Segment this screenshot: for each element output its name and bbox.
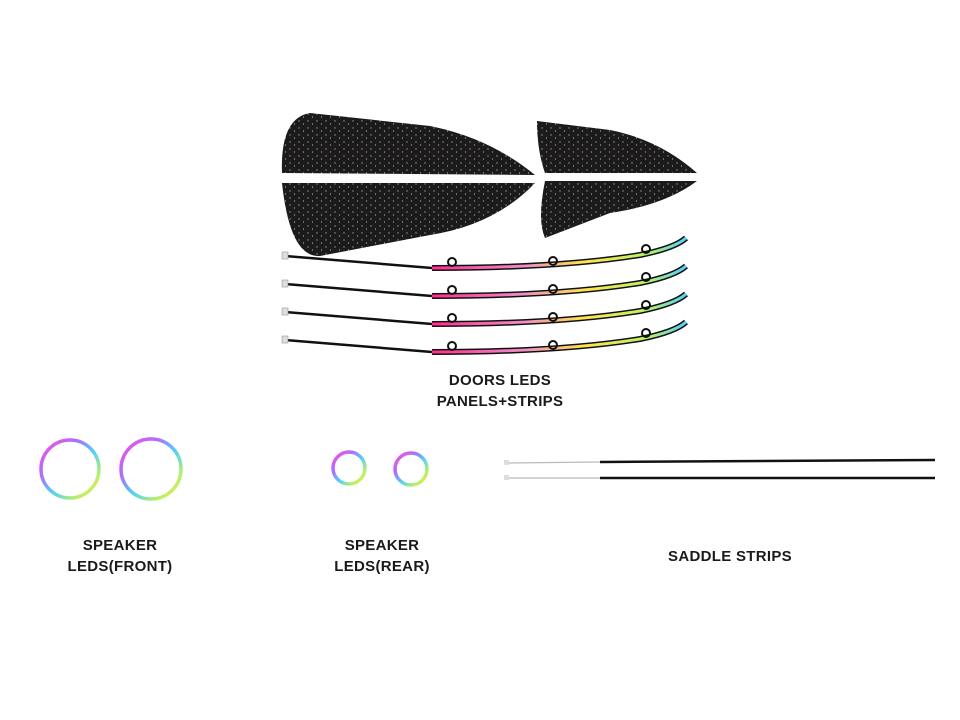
front-speaker-rings	[39, 437, 183, 501]
rear-speaker-label-line1: SPEAKER	[344, 537, 420, 554]
door-panel-front-lower	[282, 183, 535, 257]
saddle-strips-label-line1: SADDLE STRIPS	[668, 548, 792, 565]
door-panels	[281, 113, 697, 257]
doors-leds-label-line1: DOORS LEDS	[448, 372, 552, 389]
saddle-strips-label: SADDLE STRIPS	[630, 546, 830, 567]
door-panel-rear-upper	[537, 121, 697, 173]
door-led-strips	[281, 235, 689, 355]
door-led-strip	[281, 263, 689, 299]
rear-speaker-ring-right	[393, 451, 429, 487]
rear-speaker-label-line2: LEDS(REAR)	[334, 558, 430, 575]
door-led-strip	[281, 319, 689, 355]
saddle-strips	[504, 458, 936, 480]
front-speaker-label-line2: LEDS(FRONT)	[67, 558, 173, 575]
front-speaker-label-line1: SPEAKER	[82, 537, 158, 554]
door-led-strip	[281, 291, 689, 327]
front-speaker-ring-left	[39, 438, 101, 500]
doors-leds-label-line2: PANELS+STRIPS	[436, 393, 564, 410]
rear-speaker-leds-label: SPEAKER LEDS(REAR)	[302, 535, 462, 577]
door-led-strip	[281, 235, 689, 271]
front-speaker-leds-label: SPEAKER LEDS(FRONT)	[40, 535, 200, 577]
doors-leds-label: DOORS LEDS PANELS+STRIPS	[380, 370, 620, 412]
front-speaker-ring-right	[119, 437, 183, 501]
saddle-strip	[504, 475, 935, 480]
rear-speaker-ring-left	[331, 450, 367, 486]
rear-speaker-rings	[331, 450, 429, 487]
saddle-strip	[504, 458, 936, 465]
door-panel-rear-lower	[541, 181, 697, 238]
door-panel-front-upper	[281, 113, 535, 175]
